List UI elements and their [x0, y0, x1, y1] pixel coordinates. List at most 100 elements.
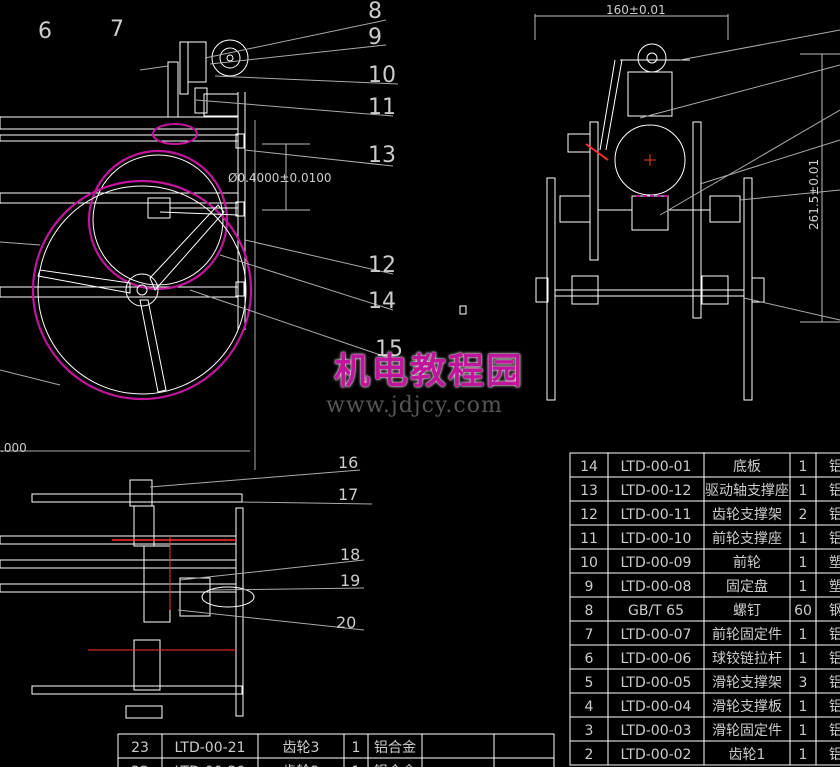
balloon-8: 8 [368, 0, 382, 24]
bom-cell-mat: 钢 [829, 603, 840, 619]
bom-cell-qty: 1 [799, 555, 808, 571]
bom-cell-code: LTD-00-05 [621, 675, 692, 691]
bom-cell-mat: 铝 [829, 747, 840, 763]
bom-cell-no: 23 [131, 740, 149, 756]
balloon-labels-top: 16 17 18 19 20 [336, 453, 360, 632]
balloon-7: 7 [110, 17, 124, 42]
bom-cell-no: 10 [580, 555, 598, 571]
balloon-10: 10 [368, 63, 396, 88]
balloon-16: 16 [338, 453, 358, 472]
bom-cell-qty: 1 [799, 651, 808, 667]
bom-cell-no: 8 [585, 603, 594, 619]
bom-cell-mat: 铝合金 [374, 740, 416, 756]
bom-cell-name: 螺钉 [733, 603, 761, 619]
bom-cell-qty: 1 [799, 459, 808, 475]
bom-cell-no: 3 [585, 723, 594, 739]
bom-cell-no: 12 [580, 507, 598, 523]
bom-cell-mat: 塑 [829, 555, 840, 571]
balloon-20: 20 [336, 613, 356, 632]
bom-cell-qty: 1 [352, 740, 361, 756]
bom-cell-no: 13 [580, 483, 598, 499]
bom-cell-mat: 铝 [829, 483, 840, 499]
bom-cell-name: 齿轮2 [283, 764, 320, 767]
bom-cell-mat: 铝 [829, 627, 840, 643]
bom-cell-no: 11 [580, 531, 598, 547]
marker-box [459, 305, 467, 315]
front-view [0, 19, 399, 470]
bom-table-bottom: 23 LTD-00-21 齿轮3 1 铝合金 22 LTD-00-20 齿轮2 1 铝合金 [117, 733, 555, 767]
bom-cell-name: 滑轮固定件 [712, 722, 782, 739]
bom-cell-mat: 塑 [829, 579, 840, 595]
side-view [534, 14, 840, 401]
balloon-6: 6 [38, 19, 52, 44]
bom-cell-code: LTD-00-12 [621, 483, 692, 499]
bom-cell-no: 2 [585, 747, 594, 763]
bom-cell-mat: 铝合金 [374, 764, 416, 767]
bom-cell-code: LTD-00-02 [621, 747, 692, 763]
bom-cell-name: 固定盘 [726, 578, 768, 595]
bom-cell-mat: 铝 [829, 699, 840, 715]
bom-cell-name: 齿轮支撑架 [712, 507, 782, 523]
bom-cell-name: 驱动轴支撑座 [705, 483, 789, 499]
bom-cell-code: LTD-00-01 [621, 459, 692, 475]
bom-cell-qty: 2 [799, 507, 808, 523]
bom-cell-no: 9 [585, 579, 594, 595]
bom-cell-code: LTD-00-21 [175, 740, 246, 756]
balloon-11: 11 [368, 95, 396, 120]
bom-cell-mat: 铝 [829, 531, 840, 547]
bom-cell-qty: 1 [799, 483, 808, 499]
bom-cell-code: LTD-00-09 [621, 555, 692, 571]
balloon-14: 14 [368, 289, 396, 314]
bom-cell-mat: 铝 [829, 651, 840, 667]
bom-cell-name: 球铰链拉杆 [712, 651, 782, 667]
dim-shaft-distance: Ø0.4000±0.0100 [228, 171, 331, 185]
bom-cell-code: LTD-00-10 [621, 531, 692, 547]
balloon-12: 12 [368, 253, 396, 278]
watermark-url: www.jdjcy.com [326, 393, 503, 418]
dim-height-right: 261.5±0.01 [807, 159, 821, 230]
bom-cell-name: 前轮支撑座 [712, 530, 782, 547]
bom-cell-name: 前轮 [733, 554, 761, 571]
bom-cell-no: 22 [131, 764, 149, 767]
bom-cell-mat: 铝 [829, 723, 840, 739]
balloon-labels-front: 6 7 8 9 10 11 13 12 14 15 [38, 0, 403, 362]
balloon-15: 15 [375, 337, 403, 362]
bom-cell-no: 14 [580, 459, 598, 475]
bom-cell-name: 底板 [733, 459, 761, 475]
watermark-title: 机电教程园 [334, 350, 525, 392]
bom-cell-no: 4 [585, 699, 594, 715]
bom-cell-name: 滑轮支撑板 [712, 698, 782, 715]
bom-cell-qty: 1 [799, 627, 808, 643]
bom-cell-code: LTD-00-03 [621, 723, 692, 739]
bom-cell-mat: 铝 [829, 459, 840, 475]
bom-cell-code: LTD-00-07 [621, 627, 692, 643]
balloon-13: 13 [368, 143, 396, 168]
bom-cell-mat: 铝 [829, 675, 840, 691]
bom-cell-no: 6 [585, 651, 594, 667]
bom-cell-name: 齿轮1 [729, 747, 766, 763]
bom-cell-name: 齿轮3 [283, 740, 320, 756]
bom-cell-qty: 1 [799, 723, 808, 739]
bom-cell-code: LTD-00-20 [175, 764, 246, 767]
dim-width-top: 160±0.01 [606, 3, 666, 17]
bom-cell-no: 5 [585, 675, 594, 691]
bom-cell-no: 7 [585, 627, 594, 643]
bom-cell-name: 滑轮支撑架 [712, 674, 782, 691]
balloon-9: 9 [368, 25, 382, 50]
top-view [0, 469, 373, 719]
bom-cell-qty: 1 [799, 747, 808, 763]
bom-cell-code: LTD-00-11 [621, 507, 692, 523]
bom-cell-qty: 60 [794, 603, 812, 619]
bom-cell-qty: 1 [799, 531, 808, 547]
bom-cell-code: LTD-00-06 [621, 651, 692, 667]
dim-left-cut: .000 [0, 441, 27, 455]
bom-cell-qty: 1 [799, 579, 808, 595]
bom-cell-qty: 3 [799, 675, 808, 691]
bom-cell-qty: 1 [352, 764, 361, 767]
bom-cell-code: LTD-00-08 [621, 579, 692, 595]
bom-cell-mat: 铝 [829, 507, 840, 523]
bom-cell-name: 前轮固定件 [712, 626, 782, 643]
balloon-18: 18 [340, 545, 360, 564]
